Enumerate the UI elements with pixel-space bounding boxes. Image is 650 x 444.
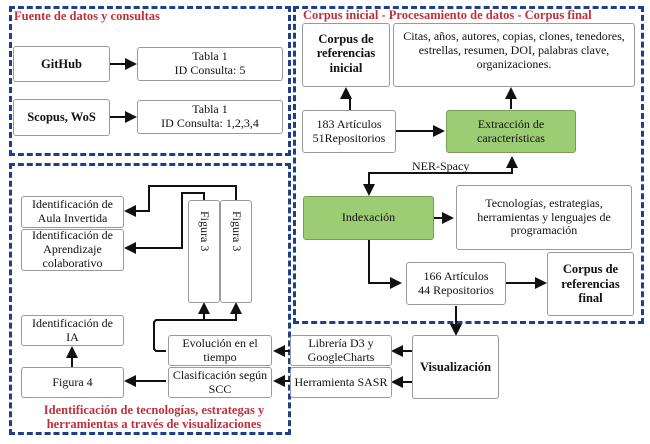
attributes-list: Citas, años, autores, copias, clones, te… xyxy=(393,23,635,87)
initial-reference-corpus: Corpus de referencias inicial xyxy=(302,23,390,87)
attributes-line2: estrellas, resumen, DOI, palabras clave, xyxy=(418,42,610,57)
final-reference-corpus: Corpus de referencias final xyxy=(547,252,634,316)
sasr-tool: Herramienta SASR xyxy=(290,367,392,398)
collab-line3: colaborativo xyxy=(42,255,103,270)
classification-line2: SCC xyxy=(208,381,232,396)
initial-count: 183 Artículos 51Repositorios xyxy=(302,110,396,153)
ai-line2: IA xyxy=(66,329,79,344)
extraction-line2: características xyxy=(477,130,545,145)
visualization: Visualización xyxy=(412,335,499,399)
flipped-line2: Aula Invertida xyxy=(37,211,108,225)
evolution-line1: Evolución en el xyxy=(182,335,258,350)
attributes-line3: organizaciones. xyxy=(476,56,552,71)
figure-4: Figura 4 xyxy=(21,367,124,398)
region-title-sources: Fuente de datos y consultas xyxy=(14,9,160,23)
collab-line1: Identificación de xyxy=(32,228,113,243)
initial-count-line2: 51Repositorios xyxy=(312,130,386,145)
table-github-line1: Tabla 1 xyxy=(192,49,228,64)
evolution-line2: tiempo xyxy=(203,349,237,364)
table-scopus-line1: Tabla 1 xyxy=(192,102,228,117)
initial-corpus-line2: referencias xyxy=(316,46,376,61)
technologies-line3: programación xyxy=(510,223,578,238)
figure-3-a-label: Figura 3 xyxy=(197,211,212,252)
collaborative-learning-identification: Identificación de Aprendizaje colaborati… xyxy=(21,229,124,271)
technologies-line2: herramientas y lenguajes de xyxy=(477,209,611,224)
ai-identification: Identificación de IA xyxy=(21,315,124,346)
final-count-line1: 166 Artículos xyxy=(423,268,489,283)
table-github-line2: ID Consulta: 5 xyxy=(174,63,246,77)
table-github-query: Tabla 1 ID Consulta: 5 xyxy=(137,47,283,81)
technologies-list: Tecnologías, estrategias, herramientas y… xyxy=(456,185,632,250)
final-count: 166 Artículos 44 Repositorios xyxy=(406,262,506,305)
region-title-identification-line2: herramientas a través de visualizaciones xyxy=(46,416,262,431)
final-count-line2: 44 Repositorios xyxy=(418,282,494,297)
region-title-corpus: Corpus inicial - Procesamiento de datos … xyxy=(303,8,592,22)
source-scopus-wos: Scopus, WoS xyxy=(13,99,110,136)
final-corpus-line3: final xyxy=(578,291,603,306)
d3-line1: Librería D3 y xyxy=(308,335,374,350)
final-corpus-line2: referencias xyxy=(561,276,620,291)
initial-count-line1: 183 Artículos xyxy=(316,116,382,131)
final-corpus-line1: Corpus de xyxy=(562,262,619,277)
ai-line1: Identificación de xyxy=(32,315,113,330)
flipped-line1: Identificación de xyxy=(32,197,113,212)
indexing: Indexación xyxy=(303,196,434,240)
ner-spacy-label: NER-Spacy xyxy=(412,159,470,173)
region-data-sources xyxy=(9,6,291,156)
attributes-line1: Citas, años, autores, copias, clones, te… xyxy=(403,29,625,43)
table-scopus-query: Tabla 1 ID Consulta: 1,2,3,4 xyxy=(137,100,283,134)
region-identification xyxy=(9,163,291,435)
source-github: GitHub xyxy=(13,46,110,82)
d3-googlecharts: Librería D3 y GoogleCharts xyxy=(290,335,392,366)
region-title-identification: Identificación de tecnologías, estratega… xyxy=(34,403,274,432)
flipped-classroom-identification: Identificación de Aula Invertida xyxy=(21,196,124,228)
time-evolution: Evolución en el tiempo xyxy=(168,335,272,366)
d3-line2: GoogleCharts xyxy=(307,349,375,364)
classification-line1: Clasificación según xyxy=(172,367,268,382)
scc-classification: Clasificación según SCC xyxy=(168,367,272,398)
collab-line2: Aprendizaje xyxy=(43,242,102,257)
figure-3-a: Figura 3 xyxy=(188,200,220,303)
initial-corpus-line1: Corpus de xyxy=(318,32,374,46)
table-scopus-line2: ID Consulta: 1,2,3,4 xyxy=(161,116,259,130)
figure-3-b-label: Figura 3 xyxy=(229,211,244,252)
technologies-line1: Tecnologías, estrategias, xyxy=(485,195,603,210)
extraction-line1: Extracción de xyxy=(477,116,545,131)
feature-extraction: Extracción de características xyxy=(446,110,576,153)
region-title-identification-line1: Identificación de tecnologías, estratega… xyxy=(43,403,265,417)
region-corpus-processing xyxy=(293,6,644,324)
figure-3-b: Figura 3 xyxy=(220,200,252,303)
initial-corpus-line3: inicial xyxy=(329,60,363,75)
